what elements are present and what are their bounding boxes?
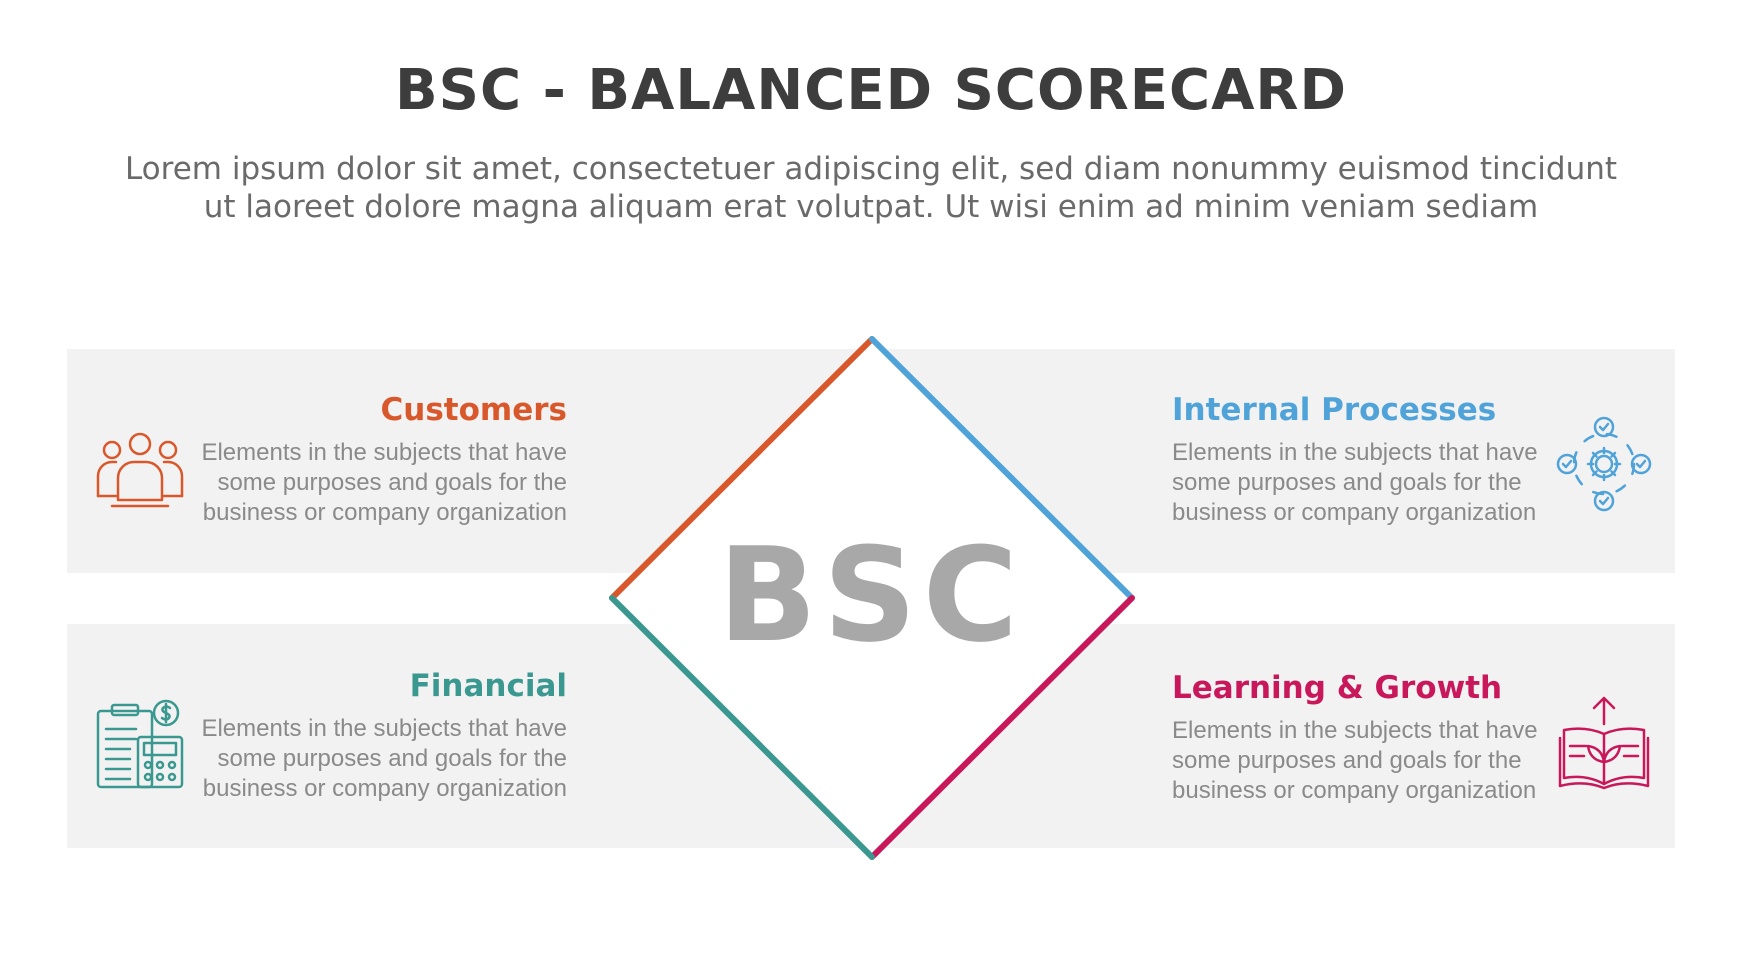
- internal-processes-title: Internal Processes: [1172, 392, 1497, 428]
- customers-description-line: some purposes and goals for the: [217, 469, 567, 496]
- learning-growth-title: Learning & Growth: [1172, 670, 1503, 706]
- customers-title: Customers: [380, 392, 567, 428]
- financial-description-line: Elements in the subjects that have: [201, 715, 567, 742]
- financial-description: Elements in the subjects that have some …: [177, 714, 567, 804]
- financial-description-line: some purposes and goals for the: [217, 745, 567, 772]
- center-label: BSC: [717, 519, 1025, 671]
- open-book-growth-icon: [1556, 694, 1652, 790]
- learning-growth-description-line: business or company organization: [1172, 777, 1537, 804]
- people-group-icon: [92, 426, 188, 522]
- internal-processes-description-line: business or company organization: [1172, 499, 1537, 526]
- customers-description-line: business or company organization: [202, 499, 567, 526]
- customers-description-line: Elements in the subjects that have: [201, 439, 567, 466]
- financial-title: Financial: [409, 668, 567, 704]
- internal-processes-description: Elements in the subjects that have some …: [1172, 438, 1562, 528]
- customers-description: Elements in the subjects that have some …: [177, 438, 567, 528]
- subtitle-line-1: Lorem ipsum dolor sit amet, consectetuer…: [124, 151, 1618, 187]
- page-title: BSC - BALANCED SCORECARD: [394, 58, 1348, 123]
- internal-processes-description-line: some purposes and goals for the: [1172, 469, 1522, 496]
- page-subtitle: Lorem ipsum dolor sit amet, consectetuer…: [100, 150, 1642, 226]
- internal-processes-description-line: Elements in the subjects that have: [1172, 439, 1538, 466]
- clipboard-calculator-dollar-icon: [92, 697, 188, 793]
- learning-growth-description-line: Elements in the subjects that have: [1172, 717, 1538, 744]
- learning-growth-description: Elements in the subjects that have some …: [1172, 716, 1562, 806]
- gear-process-icon: [1556, 416, 1652, 512]
- subtitle-line-2: ut laoreet dolore magna aliquam erat vol…: [203, 189, 1539, 225]
- learning-growth-description-line: some purposes and goals for the: [1172, 747, 1522, 774]
- financial-description-line: business or company organization: [202, 775, 567, 802]
